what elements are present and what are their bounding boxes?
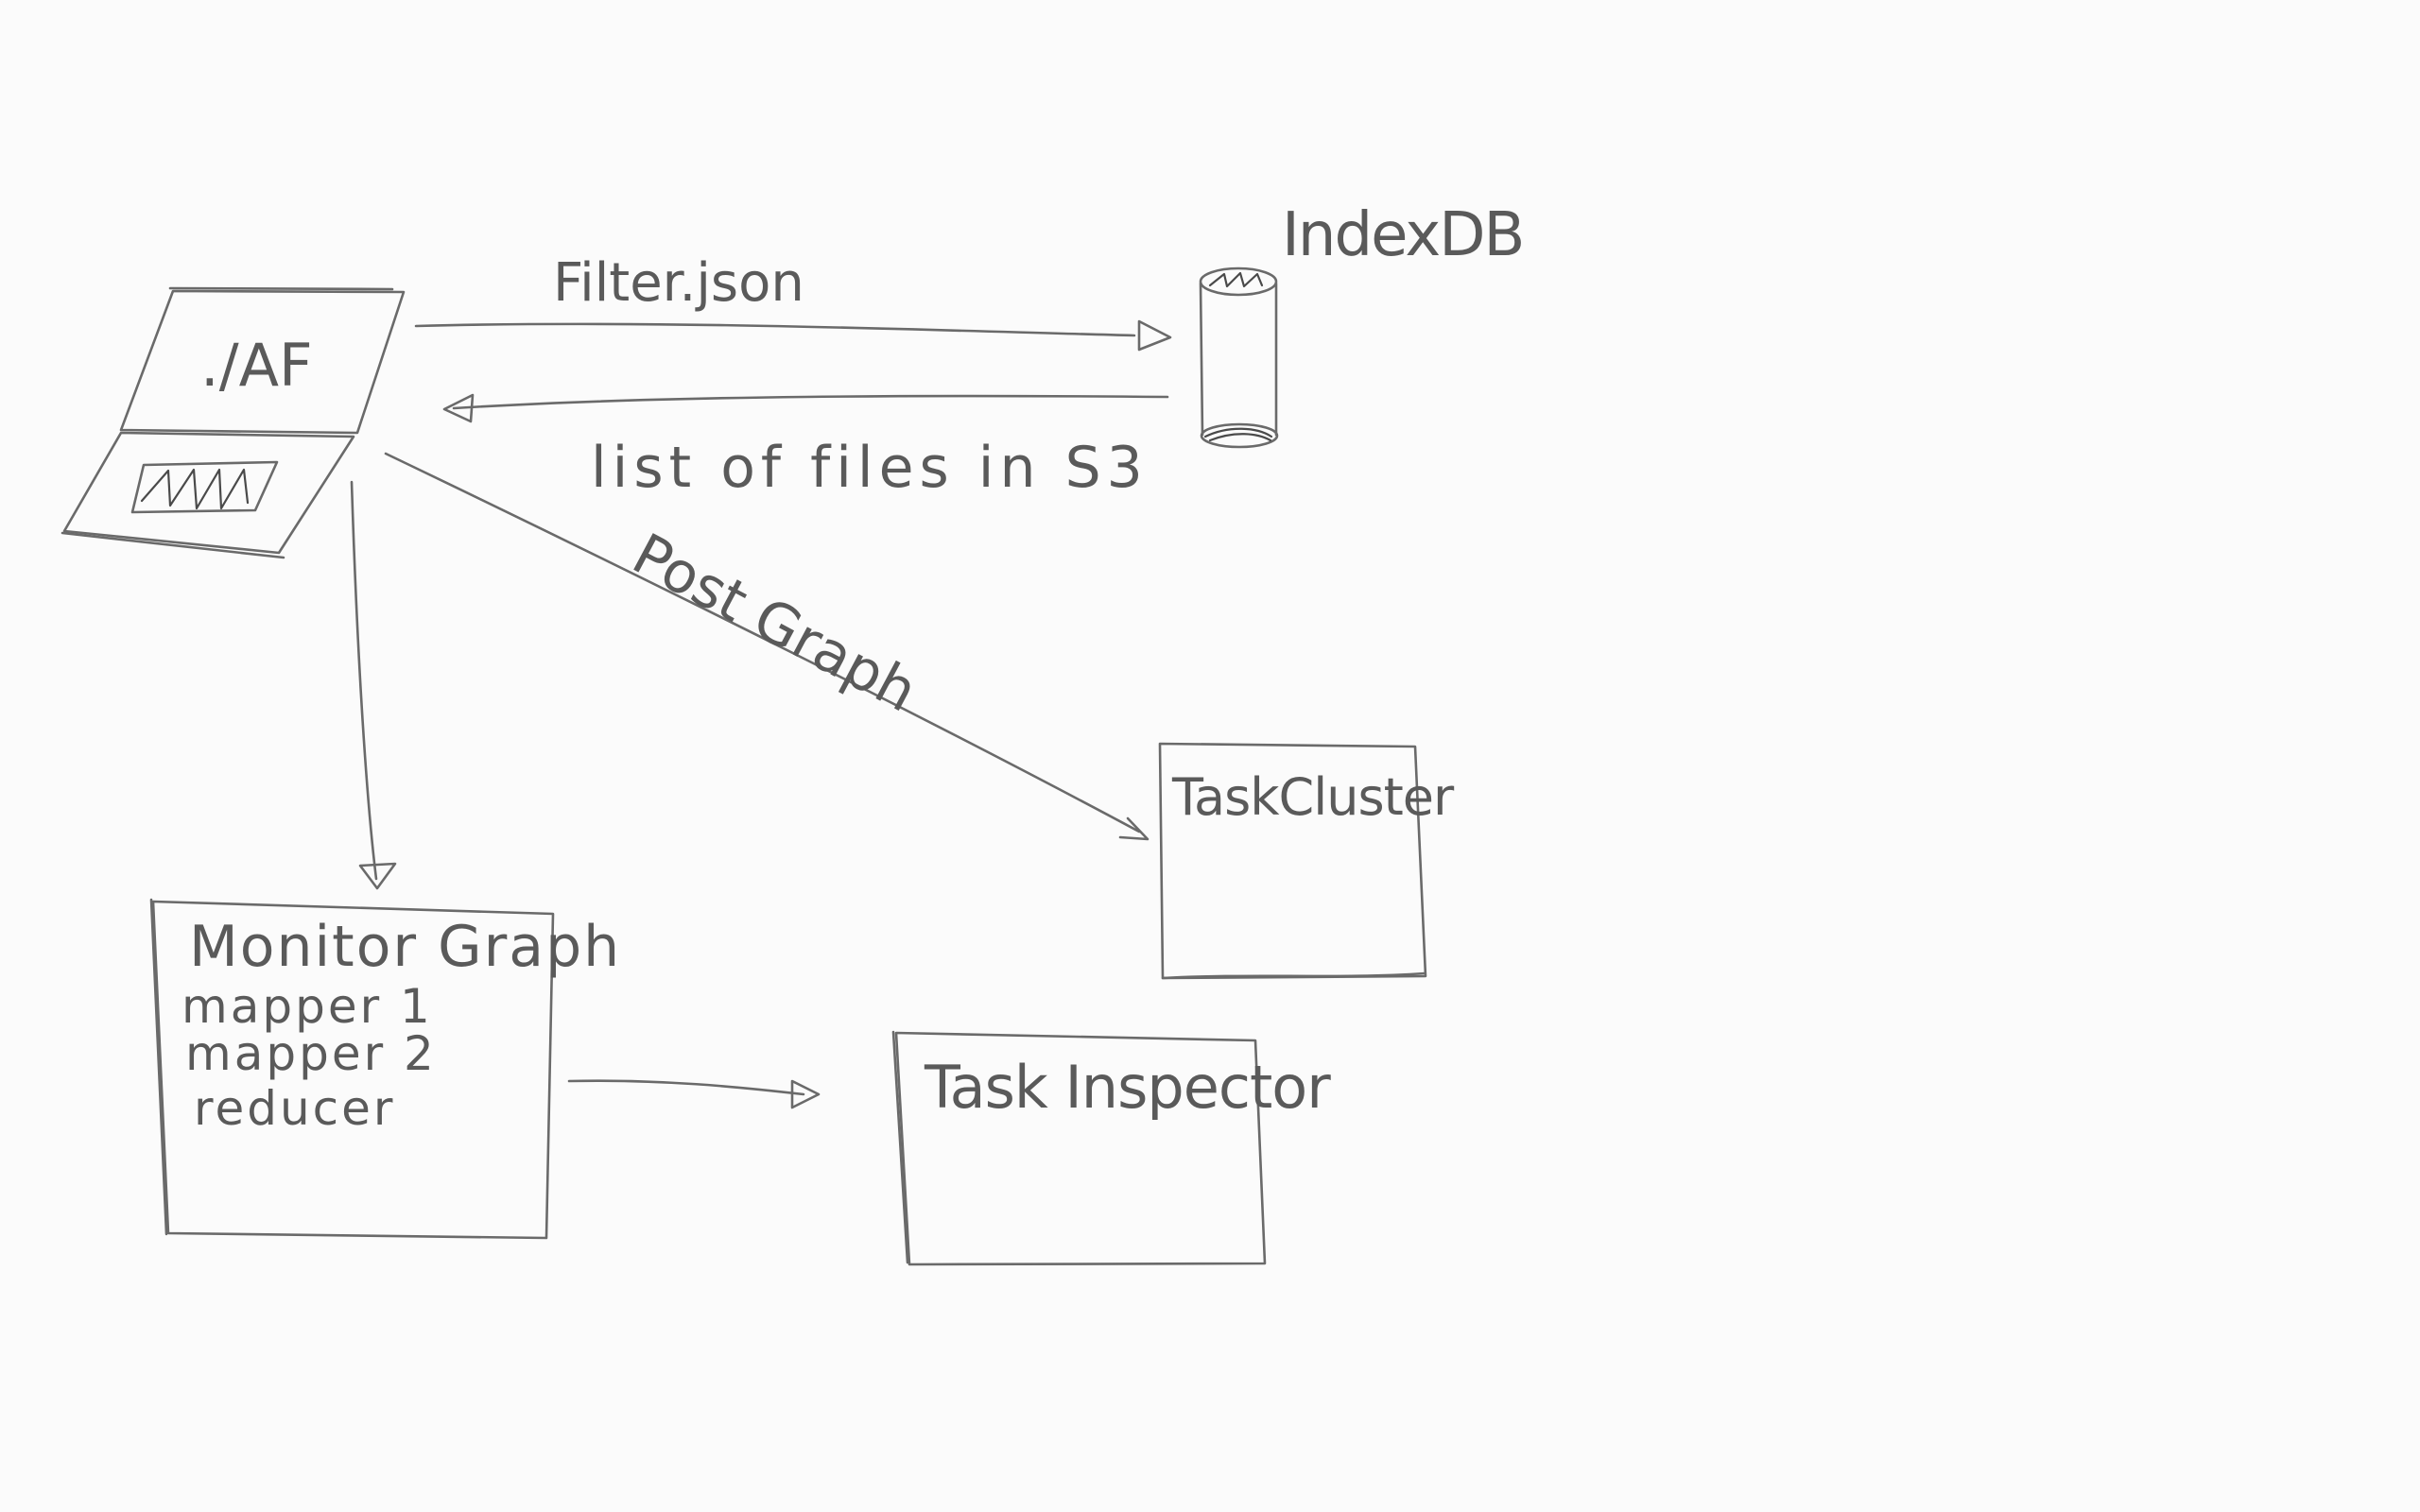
- laptop-screen-label: ./AF: [200, 331, 313, 400]
- task-cluster-title: TaskCluster: [1171, 767, 1455, 827]
- post-graph-arrow: [384, 452, 1150, 841]
- task-cluster-box: [1158, 742, 1427, 980]
- request-arrow-label: Filter.json: [553, 252, 804, 314]
- laptop-icon: [60, 286, 406, 559]
- monitor-arrow: [350, 480, 397, 890]
- monitor-graph-box: [149, 898, 555, 1240]
- database-label: IndexDB: [1282, 200, 1523, 270]
- monitor-graph-item-1: mapper 1: [182, 979, 433, 1034]
- post-graph-arrow-label: Post Graph: [622, 521, 927, 725]
- monitor-graph-title: Monitor Graph: [189, 914, 621, 980]
- task-inspector-box: [891, 1030, 1267, 1266]
- response-arrow-label: list of files in S3: [591, 435, 1149, 501]
- response-arrow: [442, 393, 1169, 423]
- task-inspector-title: Task Inspector: [924, 1053, 1331, 1122]
- database-icon: [1199, 266, 1279, 449]
- request-arrow: [414, 319, 1172, 352]
- inspector-arrow: [567, 1079, 821, 1109]
- monitor-graph-item-2: mapper 2: [185, 1026, 437, 1081]
- monitor-graph-item-3: reducer: [194, 1081, 395, 1136]
